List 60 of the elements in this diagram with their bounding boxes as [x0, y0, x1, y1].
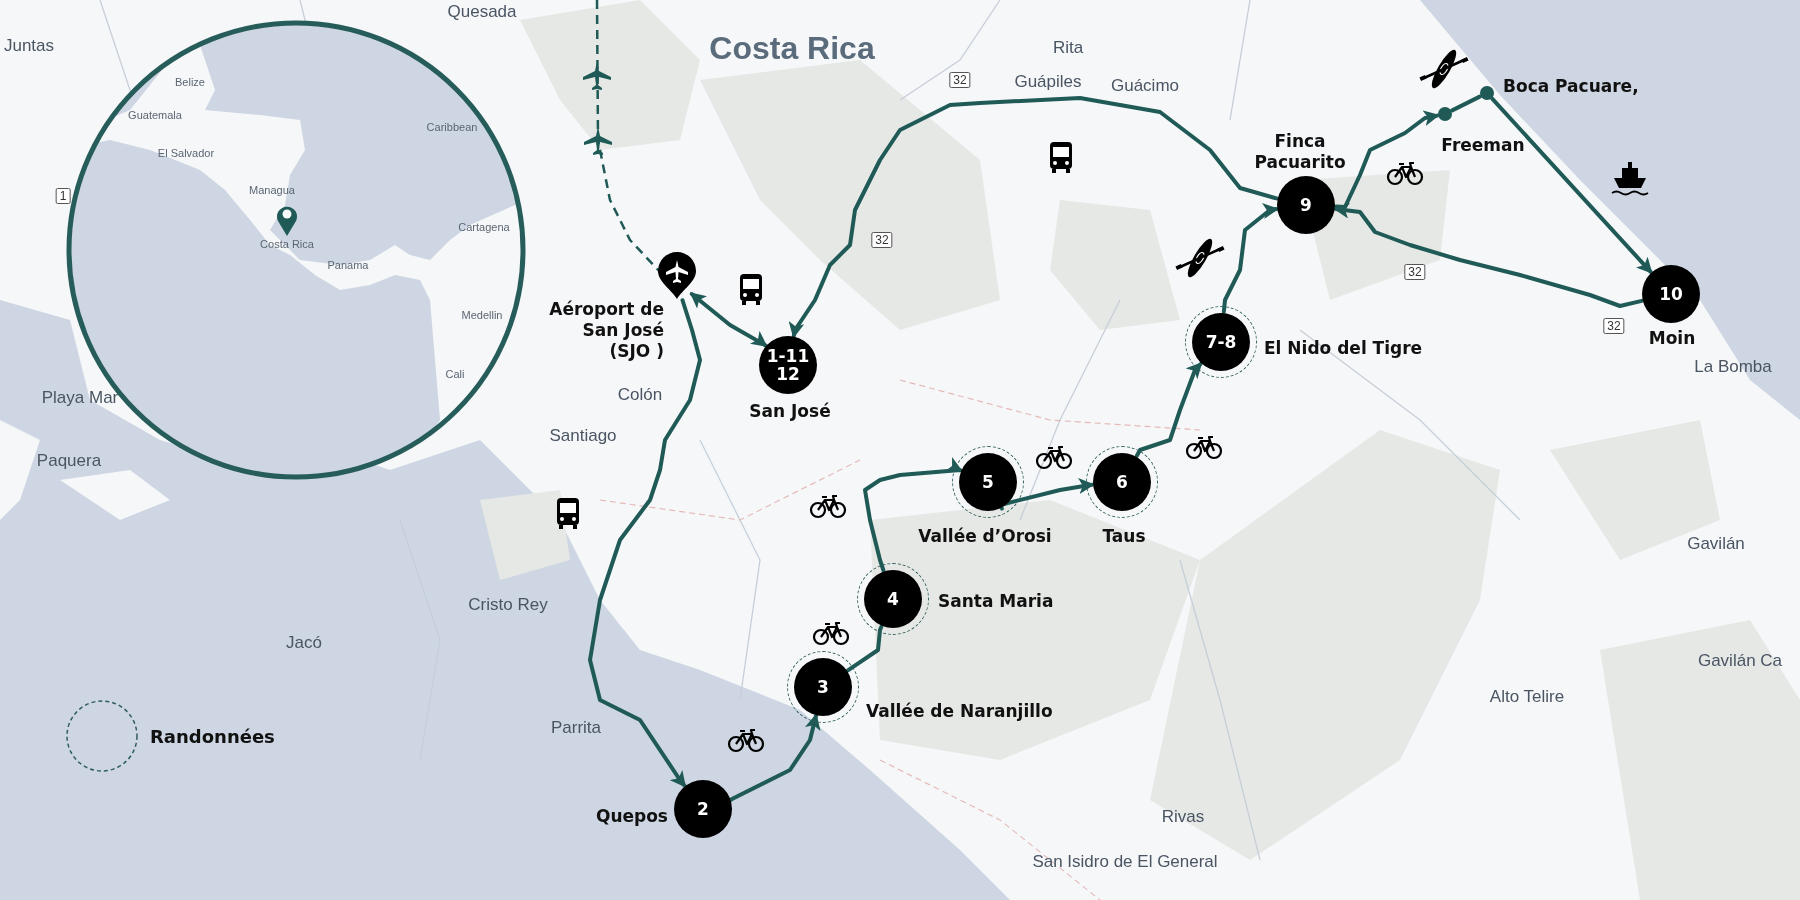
place-name: Boca Pacuare,	[1503, 75, 1639, 97]
place-label: El Salvador	[157, 147, 215, 159]
place-label: Cartagena	[458, 221, 510, 233]
place-name: Quepos	[595, 805, 668, 827]
route-line	[1334, 110, 1440, 209]
place-name: Finca Pacuarito	[1253, 131, 1347, 173]
place-name: Vallée de Naranjillo	[866, 700, 1053, 722]
place-label: Rita	[1052, 38, 1084, 58]
route-line	[1490, 96, 1653, 274]
place-label: Quesada	[447, 2, 517, 22]
route-line	[689, 292, 768, 348]
map-title: Costa Rica	[709, 29, 875, 67]
route-line	[1450, 94, 1482, 113]
place-label: Juntas	[3, 36, 55, 56]
route-line	[998, 478, 1095, 511]
place-label: Gavilán	[1687, 534, 1745, 554]
place-label: Costa Rica	[260, 238, 314, 250]
place-label: Playa Mar	[41, 388, 119, 408]
place-name: Freeman	[1441, 134, 1525, 156]
place-label: Panama	[327, 259, 369, 271]
place-label: Colón	[617, 385, 663, 405]
road-shield: 32	[871, 232, 893, 248]
road-shield: 1	[55, 188, 71, 204]
place-name: Aéroport de San José (SJO )	[548, 298, 664, 362]
route-line	[845, 624, 884, 673]
place-label: Belize	[175, 76, 205, 88]
place-label: Cali	[445, 368, 465, 380]
place-label: Cristo Rey	[468, 595, 548, 615]
place-label: Jacó	[286, 633, 322, 653]
place-label: Guatemala	[128, 109, 182, 121]
place-name: Vallée d’Orosi	[918, 525, 1052, 547]
road-shield: 32	[949, 72, 971, 88]
place-label: Medellin	[461, 309, 503, 321]
place-label: Rivas	[1161, 807, 1205, 827]
place-name: San José	[749, 400, 831, 422]
place-label: San Isidro de El General	[1032, 852, 1218, 872]
legend-label: Randonnées	[150, 725, 275, 747]
route-line	[788, 96, 1279, 339]
place-name: El Nido del Tigre	[1264, 337, 1423, 359]
place-label: La Bomba	[1694, 357, 1772, 377]
route-line	[1221, 203, 1279, 315]
route-line	[1333, 202, 1644, 308]
route-line	[863, 457, 963, 573]
place-label: Guácimo	[1111, 76, 1179, 96]
place-name: Santa Maria	[938, 590, 1054, 612]
place-label: Managua	[249, 184, 295, 196]
route-line	[1134, 362, 1203, 458]
place-label: Santiago	[549, 426, 617, 446]
route-line	[728, 713, 821, 802]
place-label: Caribbean	[426, 121, 478, 133]
place-label: Paquera	[36, 451, 102, 471]
road-shield: 32	[1404, 264, 1426, 280]
place-name: Taus	[1102, 525, 1146, 547]
place-label: Guápiles	[1014, 72, 1082, 92]
road-shield: 32	[1603, 318, 1625, 334]
place-label: Parrita	[550, 718, 602, 738]
place-name: Moin	[1648, 327, 1696, 349]
route-line	[588, 298, 702, 788]
place-label: Gavilán Ca	[1697, 651, 1783, 671]
place-label: Alto Telire	[1489, 687, 1565, 707]
